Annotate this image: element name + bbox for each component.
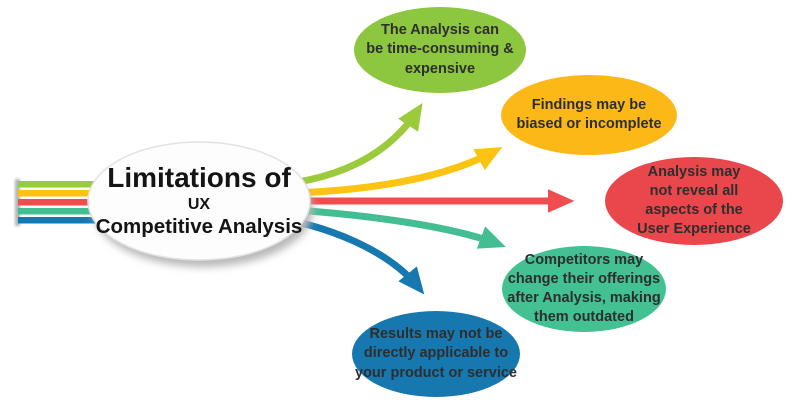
ribbon-stripes <box>18 181 150 224</box>
stripe-yellow <box>18 190 150 197</box>
bubble-green-ellipse <box>354 7 526 93</box>
stripe-teal <box>18 208 150 215</box>
bubble-red-ellipse <box>605 157 783 245</box>
stripe-red <box>18 199 150 206</box>
bubble-teal-ellipse <box>502 246 666 332</box>
stripe-green <box>18 181 150 188</box>
bubble-blue-ellipse <box>352 311 520 397</box>
stripe-end-shadow <box>15 179 20 226</box>
stripe-blue <box>18 217 150 224</box>
center-ellipse <box>87 141 311 261</box>
bubble-yellow-ellipse <box>501 75 677 155</box>
